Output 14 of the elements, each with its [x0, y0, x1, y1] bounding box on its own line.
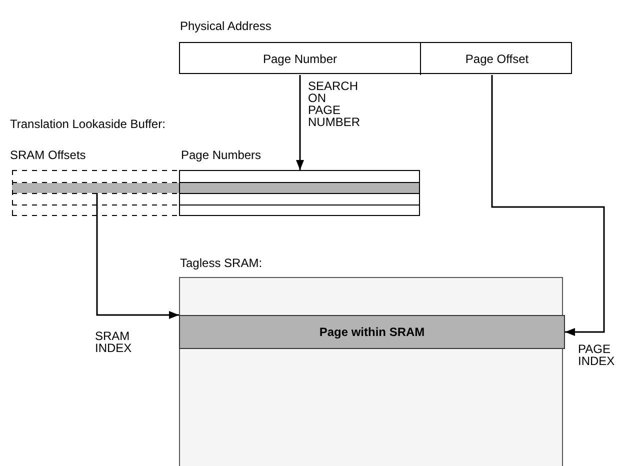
column-heading: Page Numbers [181, 148, 262, 162]
column-heading: SRAM Offsets [10, 148, 86, 162]
diagram-label: Translation Lookaside Buffer: [10, 118, 166, 130]
connector-arrow [296, 75, 304, 170]
address-field: Page Number [180, 43, 421, 75]
connector-arrow [96, 193, 179, 319]
connector-arrow [491, 75, 605, 336]
edge-label: SEARCH ON PAGE NUMBER [308, 80, 360, 128]
edge-label: PAGE INDEX [578, 343, 616, 367]
sram-title: Tagless SRAM: [180, 256, 262, 270]
page-band: Page within SRAM [179, 315, 565, 349]
address-title: Physical Address [180, 19, 272, 33]
address-field: Page Offset [421, 43, 573, 75]
edge-label: SRAM INDEX [95, 330, 133, 354]
